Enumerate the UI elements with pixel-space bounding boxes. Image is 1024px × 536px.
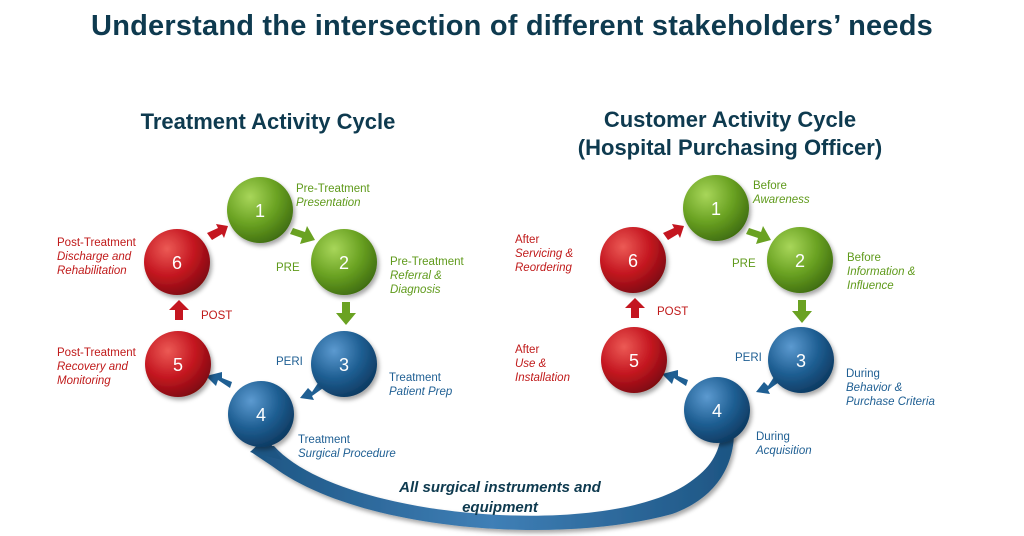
node-label-1: Before Awareness xyxy=(753,180,810,206)
phase-peri-left: PERI xyxy=(276,356,303,368)
arrow-5-to-6-right xyxy=(625,298,645,318)
arrow-4-to-5-left xyxy=(206,372,232,388)
phase-post-left: POST xyxy=(201,310,233,322)
node-number: 2 xyxy=(339,253,349,273)
node-circle xyxy=(311,229,377,295)
node-label-4: Treatment Surgical Procedure xyxy=(298,434,396,460)
customer-cycle-title-line2: (Hospital Purchasing Officer) xyxy=(577,135,883,160)
node-number: 3 xyxy=(339,355,349,375)
node-number: 4 xyxy=(256,405,266,425)
node-label-6: After Servicing & Reordering xyxy=(515,234,574,274)
node-number: 4 xyxy=(712,401,722,421)
node-circle xyxy=(144,229,210,295)
phase-peri-right: PERI xyxy=(735,352,762,364)
phase-pre-left: PRE xyxy=(276,262,300,274)
node-circle xyxy=(311,331,377,397)
right-node-numbers: 1 2 3 4 5 6 xyxy=(628,199,806,421)
phase-pre-right: PRE xyxy=(732,258,756,270)
customer-cycle-title-line1: Customer Activity Cycle xyxy=(603,107,857,132)
node-number: 6 xyxy=(172,253,182,273)
arrow-2-to-3-left xyxy=(336,302,356,325)
left-cycle-nodes xyxy=(144,177,377,447)
node-circle xyxy=(145,331,211,397)
connector-arrowhead xyxy=(250,437,282,460)
phase-post-right: POST xyxy=(657,306,689,318)
node-number: 1 xyxy=(711,199,721,219)
node-circle xyxy=(600,227,666,293)
node-circle xyxy=(684,377,750,443)
node-circle xyxy=(768,327,834,393)
arrow-1-to-2-right xyxy=(746,226,771,244)
node-label-3: Treatment Patient Prep xyxy=(389,372,453,398)
arrow-1-to-2-left xyxy=(290,226,315,244)
node-number: 1 xyxy=(255,201,265,221)
node-label-3: During Behavior & Purchase Criteria xyxy=(846,368,935,408)
page-title: Understand the intersection of different… xyxy=(91,10,933,42)
node-circle xyxy=(227,177,293,243)
node-label-2: Pre-Treatment Referral & Diagnosis xyxy=(390,256,464,296)
node-label-5: Post-Treatment Recovery and Monitoring xyxy=(57,347,136,387)
node-number: 5 xyxy=(629,351,639,371)
node-label-1: Pre-Treatment Presentation xyxy=(296,183,370,209)
arrow-6-to-1-right xyxy=(663,224,684,240)
arrow-4-to-5-right xyxy=(662,370,688,386)
node-label-2: Before Information & Influence xyxy=(847,252,916,292)
arrow-5-to-6-left xyxy=(169,300,189,320)
node-circle xyxy=(767,227,833,293)
left-node-numbers: 1 2 3 4 5 6 xyxy=(172,201,349,425)
node-circle xyxy=(228,381,294,447)
node-label-6: Post-Treatment Discharge and Rehabilitat… xyxy=(57,237,136,277)
node-number: 3 xyxy=(796,351,806,371)
customer-cycle-title: Customer Activity Cycle (Hospital Purcha… xyxy=(520,106,940,162)
node-circle xyxy=(683,175,749,241)
connector-arc xyxy=(251,430,734,531)
node-number: 5 xyxy=(173,355,183,375)
treatment-cycle-title: Treatment Activity Cycle xyxy=(140,109,396,134)
node-number: 2 xyxy=(795,251,805,271)
arrow-2-to-3-right xyxy=(792,300,812,323)
arrow-6-to-1-left xyxy=(207,224,228,240)
node-label-5: After Use & Installation xyxy=(515,344,570,384)
connector-text: All surgical instruments and equipment xyxy=(399,479,601,516)
node-label-4: During Acquisition xyxy=(756,431,812,457)
node-circle xyxy=(601,327,667,393)
node-number: 6 xyxy=(628,251,638,271)
left-cycle-arrows xyxy=(169,224,356,400)
right-cycle-nodes xyxy=(600,175,834,443)
